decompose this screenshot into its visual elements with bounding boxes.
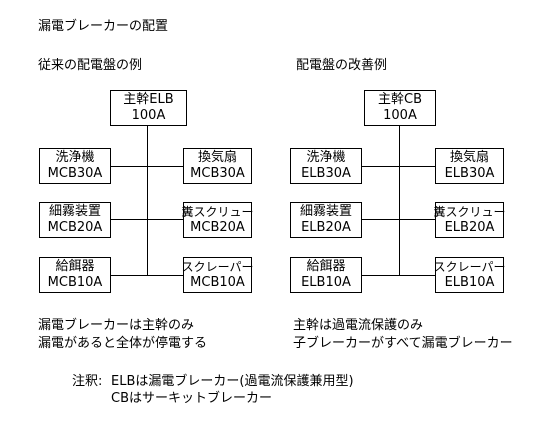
- right-branch-6-rating: ELB10A: [444, 275, 495, 290]
- left-branch-2-rating: MCB30A: [190, 166, 245, 181]
- left-branch-line-2: [111, 219, 183, 220]
- left-trunk-line: [147, 126, 148, 275]
- left-branch-4-name: 糞スクリュー: [181, 205, 254, 219]
- right-branch-breaker-6: スクレーパー ELB10A: [433, 257, 506, 293]
- right-branch-1-name: 洗浄機: [306, 150, 346, 165]
- left-branch-2-name: 換気扇: [197, 150, 237, 165]
- left-branch-breaker-6: スクレーパー MCB10A: [181, 257, 254, 293]
- left-branch-1-name: 洗浄機: [55, 150, 95, 165]
- right-branch-breaker-5: 給餌器 ELB10A: [290, 257, 362, 293]
- right-branch-2-rating: ELB30A: [444, 166, 495, 181]
- left-branch-line-3: [111, 275, 183, 276]
- page-title: 漏電ブレーカーの配置: [38, 19, 169, 34]
- right-branch-5-rating: ELB10A: [301, 275, 351, 290]
- right-branch-1-rating: ELB30A: [301, 166, 351, 181]
- left-branch-5-rating: MCB10A: [47, 275, 103, 290]
- right-branch-line-2: [362, 219, 435, 220]
- right-branch-3-rating: ELB20A: [301, 220, 351, 235]
- left-branch-6-name: スクレーパー: [181, 260, 254, 274]
- left-branch-breaker-2: 換気扇 MCB30A: [183, 148, 252, 184]
- left-branch-5-name: 給餌器: [55, 259, 95, 274]
- right-heading: 配電盤の改善例: [296, 58, 388, 73]
- right-main-name: 主幹CB: [378, 92, 422, 107]
- left-heading: 従来の配電盤の例: [38, 58, 143, 73]
- right-branch-line-1: [362, 166, 435, 167]
- right-branch-breaker-4: 糞スクリュー ELB20A: [433, 202, 506, 238]
- left-note-1: 漏電ブレーカーは主幹のみ: [38, 318, 195, 333]
- right-branch-breaker-1: 洗浄機 ELB30A: [290, 148, 362, 184]
- left-branch-breaker-4: 糞スクリュー MCB20A: [181, 202, 254, 238]
- right-branch-breaker-3: 細霧装置 ELB20A: [290, 202, 362, 238]
- left-branch-breaker-3: 細霧装置 MCB20A: [39, 202, 111, 238]
- right-trunk-line: [399, 126, 400, 275]
- left-main-breaker: 主幹ELB 100A: [110, 90, 187, 126]
- right-note-2: 子ブレーカーがすべて漏電ブレーカー: [293, 336, 513, 351]
- right-branch-4-name: 糞スクリュー: [433, 205, 506, 219]
- right-note-1: 主幹は過電流保護のみ: [293, 318, 424, 333]
- footnote-label: 注釈:: [72, 374, 103, 389]
- right-branch-6-name: スクレーパー: [433, 260, 506, 274]
- right-branch-breaker-2: 換気扇 ELB30A: [435, 148, 504, 184]
- left-branch-breaker-5: 給餌器 MCB10A: [39, 257, 111, 293]
- left-branch-6-rating: MCB10A: [190, 275, 245, 290]
- right-branch-line-3: [362, 275, 435, 276]
- left-branch-breaker-1: 洗浄機 MCB30A: [39, 148, 111, 184]
- left-note-2: 漏電があると全体が停電する: [38, 336, 208, 351]
- right-branch-4-rating: ELB20A: [444, 220, 495, 235]
- footnote-line-1: ELBは漏電ブレーカー(過電流保護兼用型): [111, 374, 354, 389]
- right-branch-3-name: 細霧装置: [299, 204, 352, 219]
- right-main-rating: 100A: [383, 108, 417, 123]
- left-branch-line-1: [111, 166, 183, 167]
- right-main-breaker: 主幹CB 100A: [364, 90, 436, 126]
- left-branch-1-rating: MCB30A: [47, 166, 103, 181]
- right-branch-5-name: 給餌器: [306, 259, 346, 274]
- right-branch-2-name: 換気扇: [449, 150, 489, 165]
- left-branch-3-name: 細霧装置: [48, 204, 101, 219]
- left-main-rating: 100A: [131, 108, 166, 123]
- left-branch-3-rating: MCB20A: [47, 220, 103, 235]
- left-main-name: 主幹ELB: [123, 92, 174, 107]
- left-branch-4-rating: MCB20A: [190, 220, 245, 235]
- footnote-line-2: CBはサーキットブレーカー: [111, 391, 272, 406]
